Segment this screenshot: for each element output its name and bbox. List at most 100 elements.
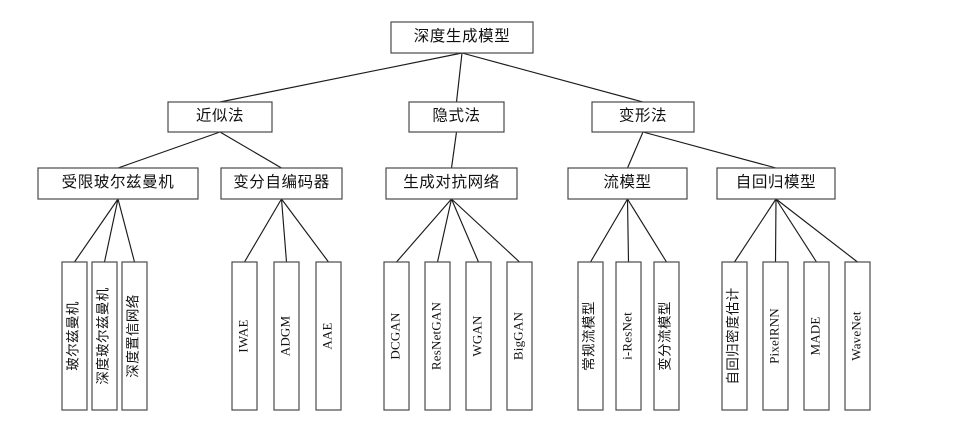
edge-flow-to-varflow [627, 198, 667, 263]
node-box-iwae [231, 261, 258, 411]
node-box-aae [315, 261, 342, 411]
node-label-ardensity: 自回归密度估计 [725, 287, 741, 384]
node-adgm[interactable]: ADGM [273, 261, 300, 411]
edges-layer [74, 52, 858, 263]
node-box-normflow [577, 261, 604, 411]
node-label-dbm: 深度玻尔兹曼机 [96, 287, 111, 384]
edge-gan-to-dcgan [396, 198, 452, 263]
edge-gan-to-wgan [450, 198, 480, 263]
node-label-implicit: 隐式法 [432, 107, 480, 125]
node-box-resnetgan [424, 261, 451, 411]
node-box-varflow [653, 261, 680, 411]
node-rbm[interactable]: 受限玻尔兹曼机 [37, 167, 199, 200]
edge-rbm-to-bm [74, 198, 119, 263]
node-label-pixelrnn: PixelRNN [766, 308, 781, 364]
node-bm[interactable]: 玻尔兹曼机 [61, 261, 88, 411]
edge-autoreg-to-made [775, 198, 817, 263]
node-label-bm: 玻尔兹曼机 [66, 301, 81, 371]
node-iwae[interactable]: IWAE [231, 261, 258, 411]
node-box-autoreg [716, 167, 836, 200]
node-iresnet[interactable]: i-ResNet [615, 261, 642, 411]
node-box-ardensity [721, 261, 748, 411]
node-label-root: 深度生成模型 [414, 27, 511, 45]
node-resnetgan[interactable]: ResNetGAN [424, 261, 451, 411]
node-root[interactable]: 深度生成模型 [390, 21, 534, 54]
node-box-approx [167, 101, 273, 133]
edge-gan-to-biggan [451, 198, 520, 263]
edge-vae-to-iwae [244, 198, 282, 263]
node-box-made [803, 261, 830, 411]
node-box-adgm [273, 261, 300, 411]
node-box-iresnet [615, 261, 642, 411]
node-box-biggan [506, 261, 533, 411]
node-box-rbm [37, 167, 199, 200]
edge-transform-to-autoreg [642, 131, 777, 169]
edge-autoreg-to-wavenet [775, 198, 858, 263]
node-box-gan [385, 167, 518, 200]
edge-autoreg-to-pixelrnn [774, 198, 777, 263]
node-label-autoreg: 自回归模型 [736, 173, 817, 191]
node-label-iresnet: i-ResNet [619, 312, 634, 360]
node-dcgan[interactable]: DCGAN [383, 261, 410, 411]
node-label-approx: 近似法 [196, 107, 244, 125]
node-box-vae [220, 167, 343, 200]
node-flow[interactable]: 流模型 [567, 167, 688, 200]
edge-gan-to-resnetgan [436, 198, 453, 263]
node-transform[interactable]: 变形法 [591, 101, 695, 133]
node-pixelrnn[interactable]: PixelRNN [762, 261, 789, 411]
node-box-dbn [121, 261, 148, 411]
edge-flow-to-normflow [590, 198, 628, 263]
node-gan[interactable]: 生成对抗网络 [385, 167, 518, 200]
edge-vae-to-adgm [280, 198, 288, 263]
node-label-normflow: 常规流模型 [582, 301, 597, 371]
node-autoreg[interactable]: 自回归模型 [716, 167, 836, 200]
edge-autoreg-to-ardensity [734, 198, 777, 263]
node-wavenet[interactable]: WaveNet [844, 261, 871, 411]
edge-flow-to-iresnet [626, 198, 630, 263]
node-dbm[interactable]: 深度玻尔兹曼机 [91, 261, 118, 411]
node-implicit[interactable]: 隐式法 [408, 101, 505, 133]
node-label-iwae: IWAE [235, 319, 250, 352]
node-box-pixelrnn [762, 261, 789, 411]
node-box-flow [567, 167, 688, 200]
edge-vae-to-aae [281, 198, 329, 263]
node-box-bm [61, 261, 88, 411]
node-label-dcgan: DCGAN [387, 312, 402, 360]
node-label-made: MADE [807, 316, 822, 355]
node-biggan[interactable]: BigGAN [506, 261, 533, 411]
edge-rbm-to-dbm [103, 198, 119, 263]
node-wgan[interactable]: WGAN [465, 261, 492, 411]
node-label-flow: 流模型 [603, 173, 651, 191]
node-made[interactable]: MADE [803, 261, 830, 411]
node-box-implicit [408, 101, 505, 133]
edge-implicit-to-gan [450, 131, 458, 169]
node-box-wavenet [844, 261, 871, 411]
node-label-vae: 变分自编码器 [233, 173, 330, 191]
nodes-layer: 深度生成模型近似法隐式法变形法受限玻尔兹曼机变分自编码器生成对抗网络流模型自回归… [37, 21, 871, 411]
node-label-rbm: 受限玻尔兹曼机 [62, 173, 175, 191]
node-label-transform: 变形法 [619, 107, 667, 125]
node-label-varflow: 变分流模型 [658, 301, 673, 371]
node-approx[interactable]: 近似法 [167, 101, 273, 133]
edge-approx-to-rbm [117, 131, 221, 169]
node-varflow[interactable]: 变分流模型 [653, 261, 680, 411]
node-label-dbn: 深度置信网络 [126, 294, 141, 377]
node-box-root [390, 21, 534, 54]
node-label-wgan: WGAN [469, 315, 484, 357]
node-box-dbm [91, 261, 118, 411]
node-ardensity[interactable]: 自回归密度估计 [721, 261, 748, 411]
edge-root-to-approx [219, 52, 463, 103]
node-dbn[interactable]: 深度置信网络 [121, 261, 148, 411]
node-box-dcgan [383, 261, 410, 411]
node-label-resnetgan: ResNetGAN [428, 301, 443, 370]
node-label-adgm: ADGM [277, 316, 292, 357]
node-box-transform [591, 101, 695, 133]
node-aae[interactable]: AAE [315, 261, 342, 411]
node-normflow[interactable]: 常规流模型 [577, 261, 604, 411]
node-label-biggan: BigGAN [510, 312, 525, 361]
node-label-aae: AAE [319, 322, 334, 349]
node-vae[interactable]: 变分自编码器 [220, 167, 343, 200]
node-label-wavenet: WaveNet [848, 311, 863, 361]
